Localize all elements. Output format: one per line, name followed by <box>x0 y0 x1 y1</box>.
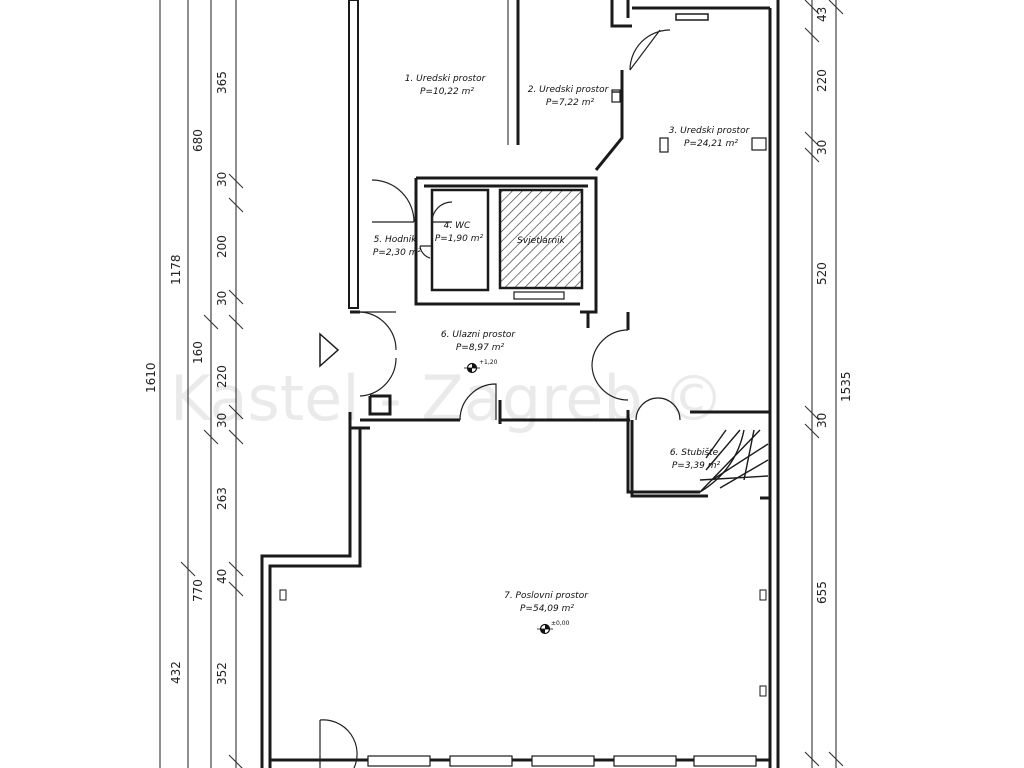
dim-left-mid-1: 680 <box>191 129 205 152</box>
room-2-name: 2. Uredski prostor <box>528 85 610 95</box>
level-marker-lower: ±0,00 <box>537 620 570 635</box>
dim-left-outer-1: 1178 <box>169 254 183 285</box>
room-3-name: 3. Uredski prostor <box>669 126 751 136</box>
dim-left-mid-3: 770 <box>191 579 205 602</box>
dim-left-inner-4: 30 <box>215 291 229 306</box>
room-1-area: P=10,22 m² <box>420 87 474 97</box>
dim-left-mid-2: 160 <box>191 341 205 364</box>
room-3-area: P=24,21 m² <box>684 139 738 149</box>
dim-right-inner-4: 520 <box>815 262 829 285</box>
level-marker-upper: +1,20 <box>464 359 498 374</box>
dim-left-inner-3: 200 <box>215 235 229 258</box>
room-1-name: 1. Uredski prostor <box>405 74 487 84</box>
dim-right-inner-5: 30 <box>815 413 829 428</box>
dim-right-inner-6: 655 <box>815 581 829 604</box>
level-label-upper: +1,20 <box>479 359 498 366</box>
dim-right-inner-3: 30 <box>815 140 829 155</box>
dim-right-total: 1535 <box>839 371 853 402</box>
room-stairs-name: 6. Stubište <box>670 447 719 458</box>
walls <box>260 0 780 768</box>
room-labels: 1. Uredski prostor P=10,22 m² 2. Uredski… <box>373 74 751 614</box>
left-dimension-lines <box>159 0 244 768</box>
room-4-area: P=1,90 m² <box>435 234 484 244</box>
lightwell-label: Svjetlarnik <box>517 236 566 246</box>
dim-left-inner-1: 365 <box>215 71 229 94</box>
dim-left-inner-7: 263 <box>215 487 229 510</box>
dim-left-outer-2: 432 <box>169 661 183 684</box>
room-stairs-area: P=3,39 m² <box>672 461 721 471</box>
room-6-area: P=8,97 m² <box>456 343 505 353</box>
room-5-area: P=2,30 m² <box>373 248 422 258</box>
dim-left-inner-6: 30 <box>215 413 229 428</box>
staircase <box>699 429 769 493</box>
left-dimension-labels: 365 30 200 30 220 30 263 40 352 680 160 … <box>144 71 229 685</box>
dim-left-inner-5: 220 <box>215 365 229 388</box>
doors <box>319 29 681 768</box>
dim-left-inner-2: 30 <box>215 172 229 187</box>
right-dimension-lines <box>804 0 844 768</box>
room-6-name: 6. Ulazni prostor <box>441 330 516 340</box>
dim-left-inner-8: 40 <box>215 569 229 584</box>
dim-left-total: 1610 <box>144 362 158 393</box>
dim-left-inner-9: 352 <box>215 662 229 685</box>
room-4-name: 4. WC <box>444 221 471 231</box>
level-label-lower: ±0,00 <box>551 620 570 627</box>
right-dimension-labels: 43 220 30 520 30 655 1535 <box>815 7 853 604</box>
room-7-name: 7. Poslovni prostor <box>504 591 589 601</box>
watermark: Kastel - Zagreb © <box>170 362 725 435</box>
dim-right-inner-1: 43 <box>815 7 829 22</box>
room-5-name: 5. Hodnik <box>374 235 418 245</box>
room-2-area: P=7,22 m² <box>546 98 595 108</box>
dim-right-inner-2: 220 <box>815 69 829 92</box>
room-7-area: P=54,09 m² <box>520 604 574 614</box>
